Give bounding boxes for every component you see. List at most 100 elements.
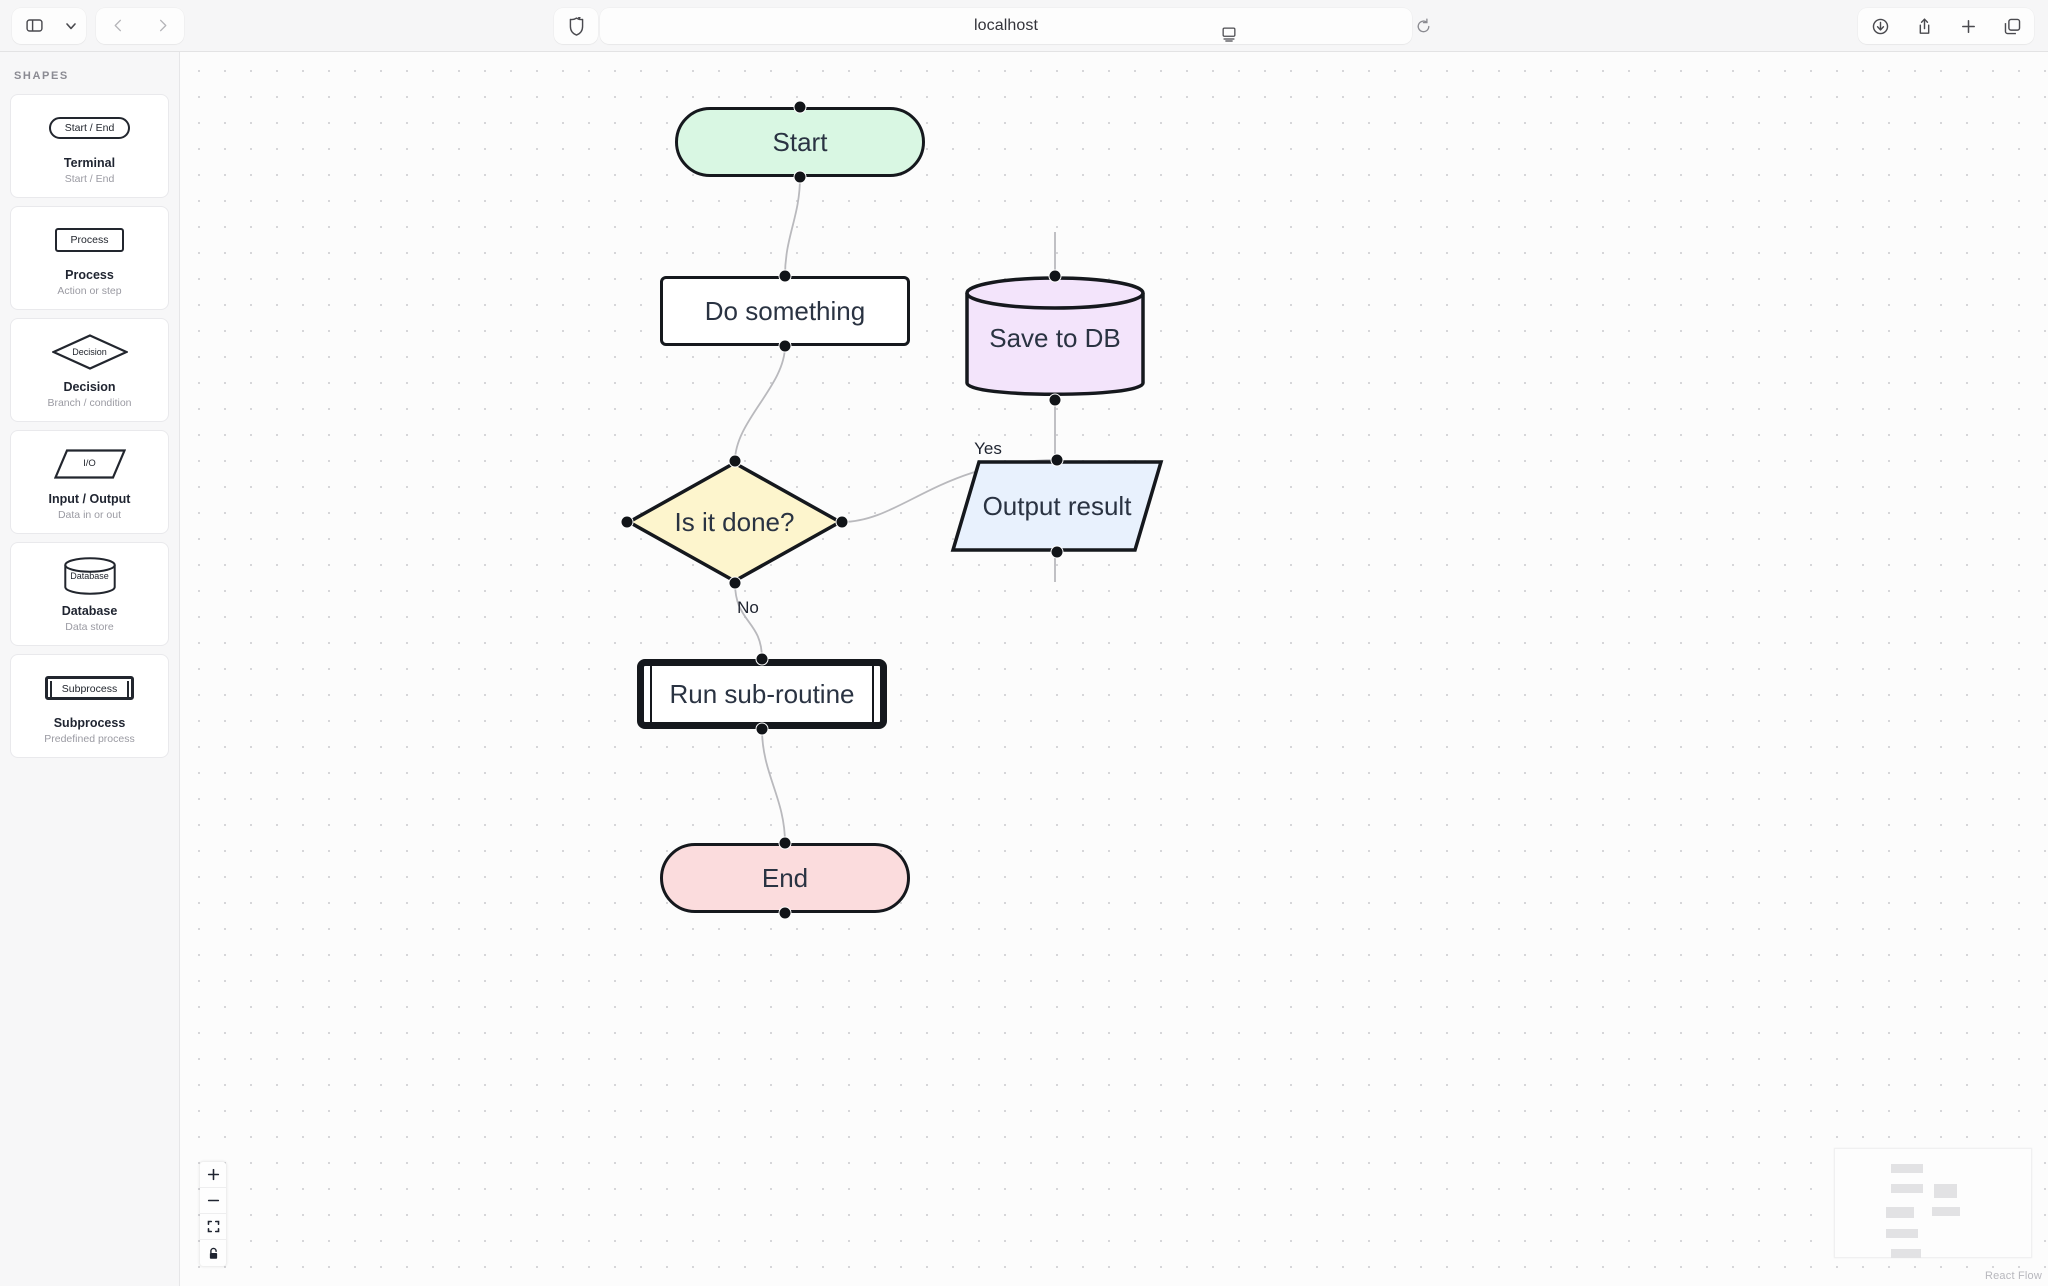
shape-title: Database [61,603,118,618]
database-shape [965,276,1145,400]
shape-subtitle: Data store [65,621,114,633]
shape-subtitle: Predefined process [44,732,135,745]
terminal-shape-icon: Start / End [19,107,160,149]
node-handle-bottom[interactable] [778,906,792,920]
decision-shape [627,461,842,583]
shape-card-subprocess[interactable]: Subprocess Subprocess Predefined process [10,653,169,758]
process-shape [660,276,910,346]
node-handle-top[interactable] [1050,453,1064,467]
node-handle-bottom[interactable] [728,576,741,590]
node-handle-bottom[interactable] [793,170,807,184]
sidebar-toggle-group [12,7,86,44]
minimap-node [1891,1164,1923,1173]
shape-card-terminal[interactable]: Start / End Terminal Start / End [10,94,169,198]
reload-icon[interactable] [1404,8,1442,44]
flow-node-do[interactable]: Do something [660,269,910,353]
database-preview-label: Database [70,570,109,581]
node-handle-top[interactable] [728,454,741,468]
node-handle-top[interactable] [778,269,792,283]
node-handle-top[interactable] [1048,269,1062,283]
flow-node-start[interactable]: Start [675,100,925,184]
node-handle-left[interactable] [620,515,634,529]
zoom-out-button[interactable] [200,1188,226,1214]
process-shape-icon: Process [19,219,160,261]
database-shape-icon: Database [19,555,160,597]
terminal-shape [675,107,925,177]
node-handle-right[interactable] [835,515,849,529]
flow-minimap[interactable] [1834,1148,2032,1258]
flow-node-end[interactable]: End [660,836,910,920]
react-flow-attribution: React Flow [1984,1270,2042,1282]
node-handle-bottom[interactable] [1050,545,1064,559]
shapes-heading: SHAPES [14,70,69,82]
shape-title: Subprocess [53,715,126,730]
minimap-node [1886,1229,1918,1238]
shield-icon[interactable] [554,8,598,44]
sidebar-icon[interactable] [12,8,56,44]
node-handle-top[interactable] [778,836,792,850]
edge-path[interactable] [761,728,786,844]
shape-card-io[interactable]: I/O Input / Output Data in or out [10,429,169,534]
shapes-sidebar: SHAPES Start / End Terminal Start / End … [0,52,180,1286]
io-preview-label: I/O [83,458,96,470]
download-icon[interactable] [1858,8,1902,44]
edge-path[interactable] [784,176,801,277]
reader-view-icon[interactable] [1200,16,1258,52]
shape-subtitle: Data in or out [57,509,122,522]
share-icon[interactable] [1902,8,1946,44]
minimap-node [1886,1207,1914,1218]
node-handle-bottom[interactable] [778,339,792,353]
tab-overview-icon[interactable] [1990,8,2034,44]
lock-button[interactable] [200,1240,226,1266]
fit-view-button[interactable] [200,1214,226,1240]
flow-node-decide[interactable]: Is it done? [620,454,849,590]
nodes-layer: Start Do something Is it done? Save to DB Ou… [180,52,2048,1286]
subprocess-preview-label: Subprocess [49,680,130,697]
process-preview-label: Process [54,227,125,252]
node-handle-top[interactable] [755,652,769,666]
terminal-preview-label: Start / End [48,117,131,139]
chevron-down-icon[interactable] [56,8,86,44]
io-shape [951,460,1163,552]
edge-label: No [737,598,759,617]
flow-node-db[interactable]: Save to DB [965,269,1145,407]
subprocess-shape-icon: Subprocess [19,667,160,709]
flow-node-out[interactable]: Output result [951,453,1163,559]
navigation-group [96,7,184,44]
url-text: localhost [973,17,1039,34]
chevron-right-icon[interactable] [140,8,184,44]
shape-title: Process [65,267,114,282]
address-bar[interactable]: localhost [600,8,1412,44]
edge-path[interactable] [734,582,763,660]
flow-controls [200,1162,226,1266]
shape-subtitle: Action or step [57,285,122,298]
node-handle-top[interactable] [793,100,807,114]
shape-subtitle: Branch / condition [47,397,132,410]
shape-card-decision[interactable]: Decision Decision Branch / condition [10,317,169,422]
flow-node-sub[interactable]: Run sub-routine [637,652,887,736]
decision-preview-label: Decision [72,346,107,357]
plus-icon[interactable] [1946,8,1990,44]
minimap-node [1934,1184,1957,1198]
minimap-node [1891,1249,1921,1258]
node-handle-bottom[interactable] [755,722,769,736]
node-handle-bottom[interactable] [1048,393,1062,407]
minimap-node [1891,1184,1923,1193]
subprocess-inner-bars [650,666,874,722]
browser-actions-group [1858,8,2034,44]
io-shape-icon: I/O [19,443,160,485]
shape-title: Input / Output [48,491,131,506]
shield-group [554,8,598,44]
terminal-shape [660,843,910,913]
zoom-in-button[interactable] [200,1162,226,1188]
shape-subtitle: Start / End [64,173,115,186]
shape-title: Decision [63,379,116,394]
chevron-left-icon[interactable] [96,8,140,44]
minimap-node [1932,1207,1960,1216]
edge-path[interactable] [734,345,786,462]
shape-card-process[interactable]: Process Process Action or step [10,205,169,310]
edge-label: Yes [974,439,1002,458]
flow-canvas[interactable]: Start Do something Is it done? Save to DB Ou… [180,52,2048,1286]
shape-card-database[interactable]: Database Database Data store [10,541,169,646]
shape-title: Terminal [63,156,116,170]
